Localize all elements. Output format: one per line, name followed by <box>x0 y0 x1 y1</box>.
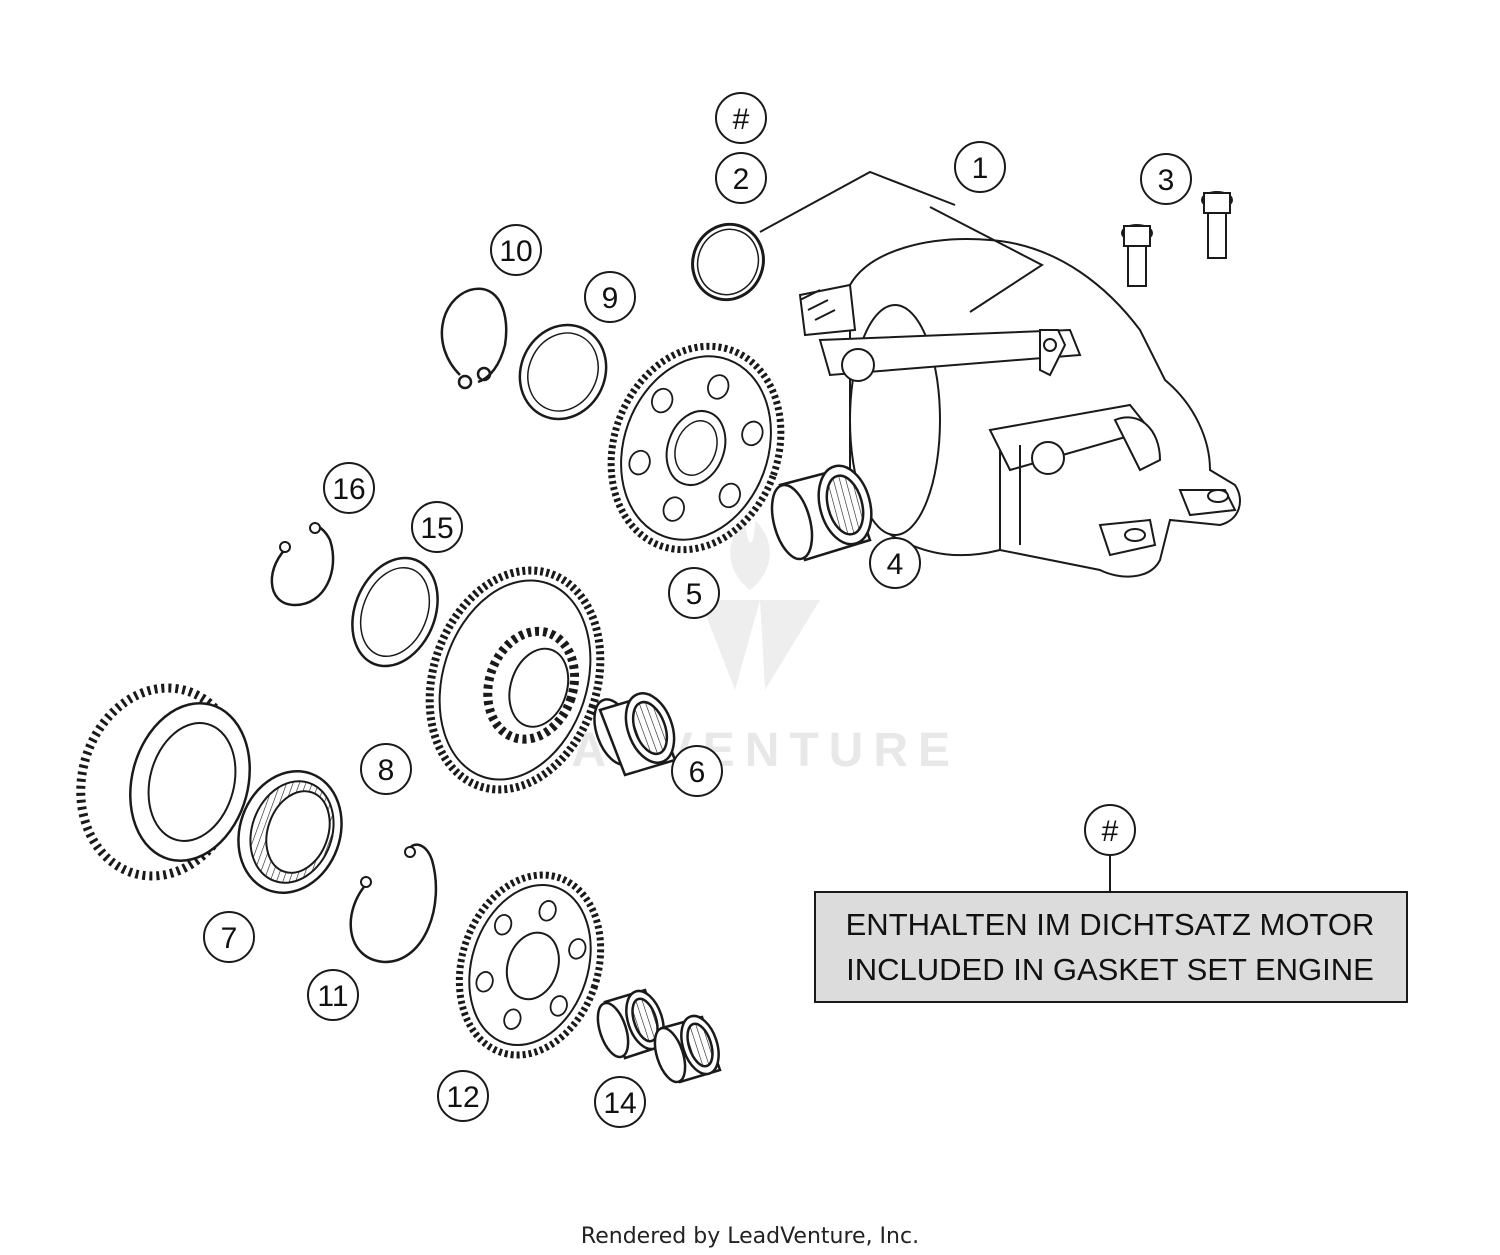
callout-5-label: 5 <box>686 578 703 611</box>
circlip-16 <box>270 523 335 607</box>
callout-10-label: 10 <box>499 235 532 268</box>
callout-1-label: 1 <box>972 152 989 185</box>
callout-11-label: 11 <box>317 980 348 1013</box>
starter-motor <box>798 238 1241 578</box>
gear-12 <box>455 871 605 1059</box>
callout-14-label: 14 <box>603 1087 636 1120</box>
o-ring-inner <box>696 228 760 296</box>
note-line-1: ENTHALTEN IM DICHTSATZ MOTOR <box>846 907 1375 942</box>
callout-10: 10 <box>490 224 542 276</box>
washer-upper-inner <box>527 332 599 412</box>
callout-8-label: 8 <box>378 754 395 787</box>
screw-right <box>1201 191 1233 259</box>
gear-8 <box>425 566 605 794</box>
gasket-set-note: ENTHALTEN IM DICHTSATZ MOTOR INCLUDED IN… <box>814 891 1408 1003</box>
callout-hash-top: # <box>715 92 767 144</box>
needle-bearing-14b <box>653 1014 722 1084</box>
circlip-16-eye-b <box>309 522 321 534</box>
circlip-11 <box>349 843 438 964</box>
note-line-2: INCLUDED IN GASKET SET ENGINE <box>846 952 1374 987</box>
callout-6-label: 6 <box>689 756 706 789</box>
circlip-11-eye-a <box>360 876 372 888</box>
callout-7: 7 <box>203 911 255 963</box>
needle-bearing-4 <box>770 464 873 562</box>
needle-bearing-6 <box>593 692 677 777</box>
callout-12-label: 12 <box>446 1081 479 1114</box>
callout-hash-top-label: # <box>733 103 750 136</box>
callout-7-label: 7 <box>221 922 238 955</box>
needle-bearing-14a <box>596 988 667 1060</box>
callout-2-label: 2 <box>733 163 750 196</box>
sprag-ring <box>237 770 343 894</box>
circlip-upper <box>440 287 508 390</box>
callout-3-label: 3 <box>1158 164 1175 197</box>
circlip-16-eye-a <box>279 541 291 553</box>
washer-upper <box>518 323 608 421</box>
note-box <box>814 891 1408 1003</box>
leader-lines <box>759 170 1111 892</box>
callout-14: 14 <box>594 1076 646 1128</box>
callout-2: 2 <box>715 152 767 204</box>
callout-16-label: 16 <box>332 473 365 506</box>
callout-hash-note-label: # <box>1102 815 1119 848</box>
callout-6: 6 <box>671 745 723 797</box>
callout-1: 1 <box>954 141 1006 193</box>
circlip-11-eye-b <box>404 846 416 858</box>
callout-3: 3 <box>1140 153 1192 205</box>
callout-hash-note: # <box>1084 804 1136 856</box>
callout-12: 12 <box>437 1070 489 1122</box>
footer-credit: Rendered by LeadVenture, Inc. <box>581 1224 919 1249</box>
callout-15-label: 15 <box>420 512 453 545</box>
gear-5 <box>607 342 785 554</box>
callout-4: 4 <box>869 537 921 589</box>
gear-7 <box>76 683 251 881</box>
callout-11: 11 <box>307 969 359 1021</box>
callout-16: 16 <box>323 462 375 514</box>
screw-left <box>1121 224 1153 287</box>
callout-4-label: 4 <box>887 548 904 581</box>
o-ring <box>691 222 765 302</box>
callout-15: 15 <box>411 501 463 553</box>
callout-9: 9 <box>584 271 636 323</box>
callout-8: 8 <box>360 743 412 795</box>
callout-9-label: 9 <box>602 282 619 315</box>
washer-15-inner <box>359 566 431 658</box>
callout-5: 5 <box>668 567 720 619</box>
